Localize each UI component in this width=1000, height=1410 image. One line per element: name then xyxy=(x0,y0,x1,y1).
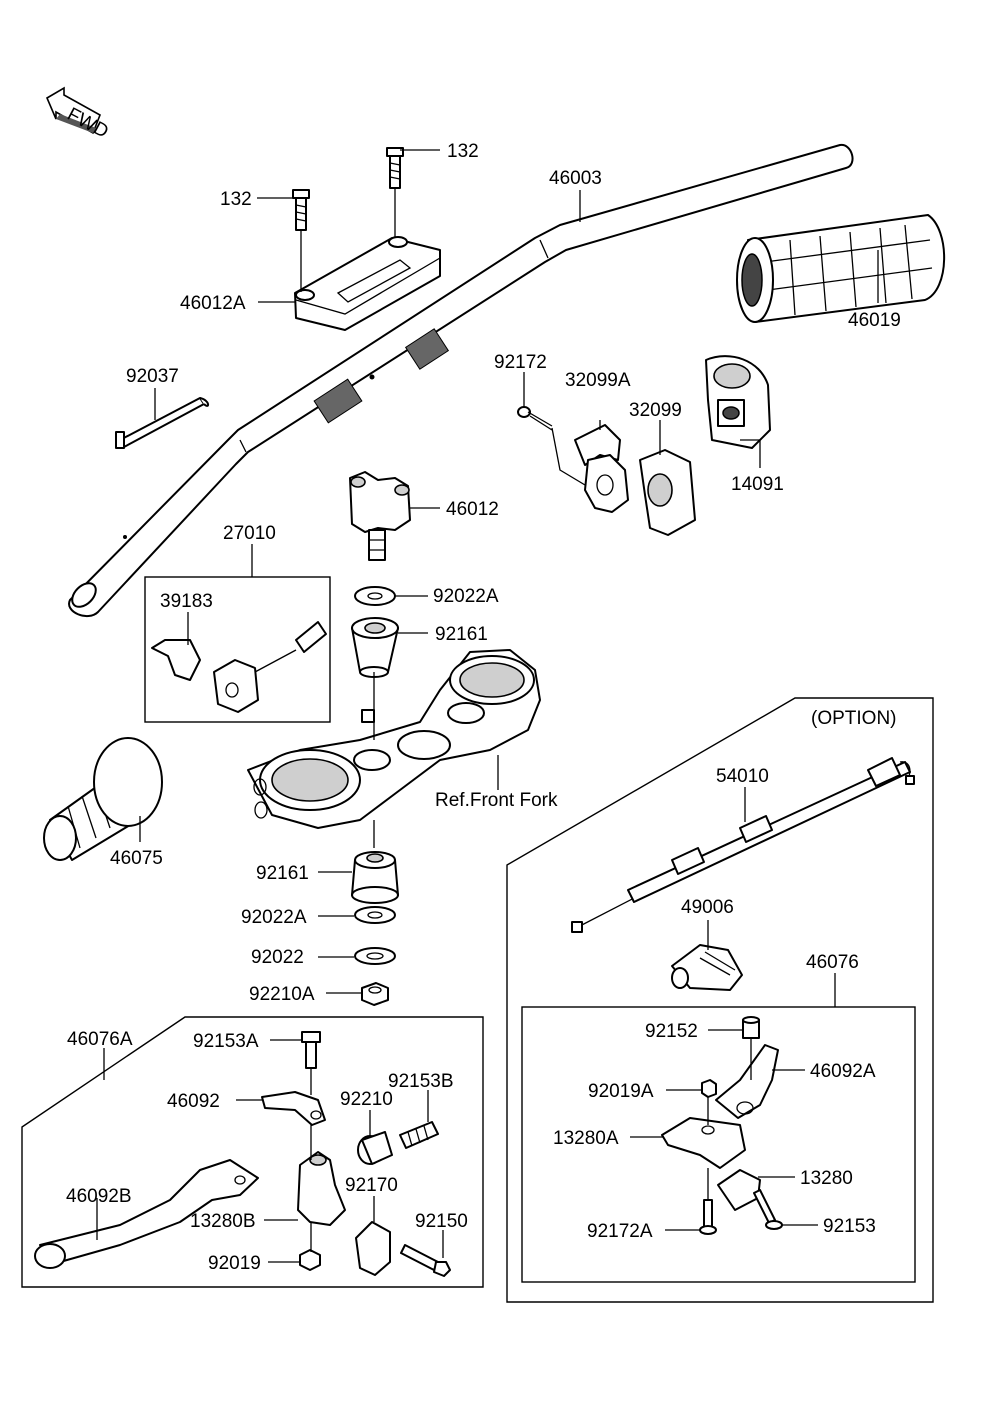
label-46019: 46019 xyxy=(848,310,901,331)
label-92150: 92150 xyxy=(415,1211,468,1232)
label-92172A: 92172A xyxy=(587,1221,653,1242)
bolt-92153A xyxy=(301,1031,321,1069)
label-92153: 92153 xyxy=(823,1216,876,1237)
label-39183: 39183 xyxy=(160,591,213,612)
cable-tie xyxy=(115,397,210,449)
option-frame xyxy=(506,697,934,1303)
throttle-cover xyxy=(705,355,771,449)
label-32099: 32099 xyxy=(629,400,682,421)
label-46075: 46075 xyxy=(110,848,163,869)
label-92172: 92172 xyxy=(494,352,547,373)
washer-92022 xyxy=(354,947,396,965)
clamp-92170 xyxy=(355,1221,391,1276)
label-27010: 27010 xyxy=(223,523,276,544)
handlebar-clamp-upper xyxy=(294,236,441,331)
label-92170: 92170 xyxy=(345,1175,398,1196)
throttle-housing-upper xyxy=(574,424,629,513)
label-92161-bottom: 92161 xyxy=(256,863,309,884)
label-46003: 46003 xyxy=(549,168,602,189)
lever-holder-13280A xyxy=(661,1117,746,1169)
bolt-132-b xyxy=(292,189,310,231)
label-92210A: 92210A xyxy=(249,984,315,1005)
label-ref-front-fork: Ref.Front Fork xyxy=(435,790,558,811)
switch-clamp-39183 xyxy=(151,639,201,681)
nut-92210A xyxy=(361,982,389,1006)
left-grip xyxy=(43,737,163,861)
lever-holder-13280B xyxy=(297,1151,346,1226)
adjuster-92210 xyxy=(357,1131,393,1165)
bolt-92153B xyxy=(399,1121,439,1149)
fwd-arrow-icon: FWD xyxy=(45,86,112,143)
handlebar-holder xyxy=(349,471,411,561)
label-92037: 92037 xyxy=(126,366,179,387)
collar-92152 xyxy=(742,1016,760,1039)
label-option: (OPTION) xyxy=(811,708,897,729)
nut-92019A xyxy=(701,1079,717,1098)
label-92161-top: 92161 xyxy=(435,624,488,645)
label-92152: 92152 xyxy=(645,1021,698,1042)
label-132-a: 132 xyxy=(447,141,479,162)
label-92153A: 92153A xyxy=(193,1031,259,1052)
label-14091: 14091 xyxy=(731,474,784,495)
clamp-13280 xyxy=(717,1169,761,1211)
damper-92161-bottom xyxy=(351,851,399,904)
lever-46092B xyxy=(34,1159,259,1269)
label-13280A: 13280A xyxy=(553,1128,619,1149)
bolt-92150 xyxy=(400,1244,451,1277)
label-92153B: 92153B xyxy=(388,1071,454,1092)
washer-92022A-bottom xyxy=(354,906,396,924)
handlebar xyxy=(68,143,854,618)
damper-92161-top xyxy=(351,617,399,678)
label-132-b: 132 xyxy=(220,189,252,210)
label-49006: 49006 xyxy=(681,897,734,918)
label-92019A: 92019A xyxy=(588,1081,654,1102)
label-13280B: 13280B xyxy=(190,1211,256,1232)
label-92019: 92019 xyxy=(208,1253,261,1274)
screw-92172 xyxy=(517,406,553,431)
lever-46092A xyxy=(715,1044,779,1119)
clutch-lever-left-frame xyxy=(21,1016,484,1288)
label-46012: 46012 xyxy=(446,499,499,520)
label-46092B: 46092B xyxy=(66,1186,132,1207)
label-54010: 54010 xyxy=(716,766,769,787)
switch-kit-frame xyxy=(144,576,331,723)
label-92022A-bottom: 92022A xyxy=(241,907,307,928)
right-grip xyxy=(736,214,946,323)
washer-92022A-top xyxy=(354,586,396,606)
label-92022A-top: 92022A xyxy=(433,586,499,607)
bracket-46092 xyxy=(261,1091,326,1126)
label-32099A: 32099A xyxy=(565,370,631,391)
label-46076: 46076 xyxy=(806,952,859,973)
clutch-lever-assy-frame xyxy=(521,1006,916,1283)
label-46012A: 46012A xyxy=(180,293,246,314)
engine-stop-switch xyxy=(213,621,327,713)
clutch-cable xyxy=(571,757,915,933)
label-46092A: 46092A xyxy=(810,1061,876,1082)
bolt-92172A xyxy=(699,1199,717,1235)
bolt-132-a xyxy=(386,147,404,189)
upper-triple-clamp xyxy=(247,649,541,829)
label-46092: 46092 xyxy=(167,1091,220,1112)
label-46076A: 46076A xyxy=(67,1029,133,1050)
lever-cover xyxy=(671,944,743,991)
label-92210: 92210 xyxy=(340,1089,393,1110)
label-13280: 13280 xyxy=(800,1168,853,1189)
nut-92019 xyxy=(299,1249,321,1271)
throttle-housing-lower xyxy=(639,449,696,536)
bolt-92153 xyxy=(753,1189,783,1230)
label-92022: 92022 xyxy=(251,947,304,968)
